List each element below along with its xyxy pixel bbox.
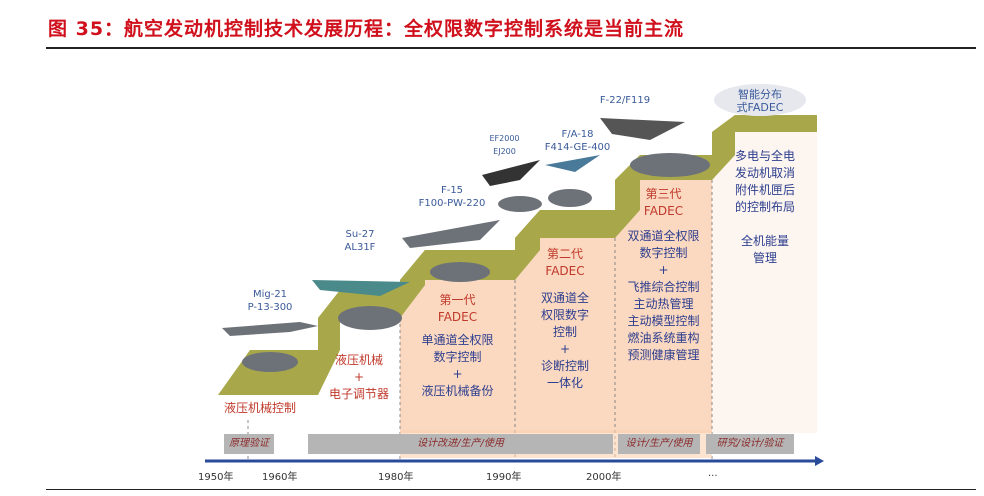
aircraft-label-5: F-22/F119 [599,95,651,106]
step-tops [218,115,817,395]
tech-2: 液压机械+电子调节器 [328,353,389,401]
year-1980: 1980年 [378,472,414,483]
figure-title: 图 35：航空发动机控制技术发展历程：全权限数字控制系统是当前主流 [48,18,685,40]
aircraft-label-6: 智能分布式FADEC [736,88,784,114]
step-faces [218,132,817,433]
phase-1: 原理验证 [224,434,274,454]
tech-1: 液压机械控制 [223,401,296,415]
tech-6: 多电与全电发动机取消附件机匣后的控制布局全机能量管理 [734,149,795,265]
phase-3: 设计/生产/使用 [618,434,700,454]
year-future: ... [708,468,718,479]
year-1960: 1960年 [262,472,298,483]
bottom-rule [46,489,976,490]
phase-4: 研究/设计/验证 [706,434,794,454]
timeline-arrow [815,456,824,466]
top-rule [46,47,976,49]
year-2000: 2000年 [586,472,622,483]
aircraft-and-engines [222,84,806,372]
year-1990: 1990年 [486,472,522,483]
phase-2: 设计改进/生产/使用 [308,434,613,454]
year-1950: 1950年 [198,472,234,483]
